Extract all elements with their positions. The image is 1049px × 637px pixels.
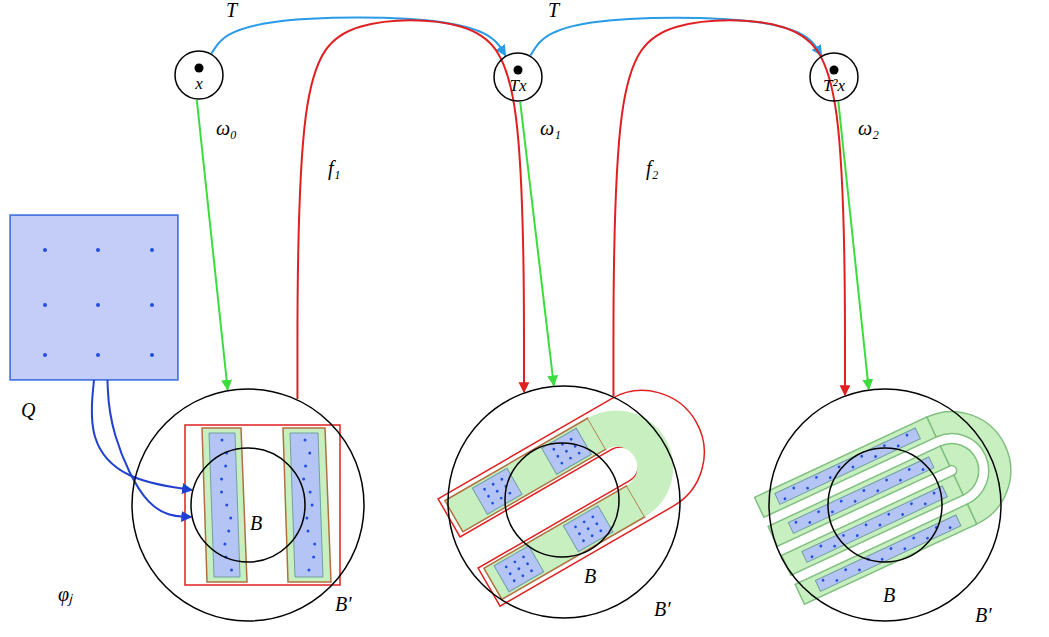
- outer-disk: B′ B: [768, 388, 1002, 622]
- disk1-strips: [185, 425, 340, 585]
- edge-label: T: [226, 0, 237, 20]
- arrow-connector: [197, 100, 228, 390]
- circle-outline: [827, 447, 943, 563]
- edge-label: ω₁: [540, 118, 561, 138]
- node-label: B: [883, 585, 895, 605]
- point-circle: x: [174, 50, 224, 100]
- node-label: B: [584, 566, 596, 586]
- arrow-connector: [297, 20, 524, 399]
- q-square: [10, 215, 178, 380]
- outer-disk: B′ B: [447, 385, 681, 619]
- node-label: Q: [21, 400, 35, 420]
- edge-label: ω₂: [858, 118, 879, 138]
- arrow-connector: [531, 18, 822, 56]
- disk2-bands: [438, 368, 727, 606]
- edge-label: f₁: [328, 158, 341, 178]
- inner-disk: B: [504, 442, 620, 558]
- arrow-connector: [212, 18, 506, 56]
- edge-label: T: [548, 0, 559, 20]
- arrow-connector: [838, 102, 868, 390]
- node-label: B: [250, 513, 262, 533]
- circle-outline: [504, 442, 620, 558]
- edge-label: f₂: [646, 158, 659, 178]
- circle-outline: [190, 447, 306, 563]
- inner-disk: B: [827, 447, 943, 563]
- node-label: B′: [975, 605, 992, 625]
- edge-label: φⱼ: [58, 584, 72, 604]
- circle-outline: [447, 385, 681, 619]
- q-dots: [43, 248, 154, 357]
- point-circle: Tx: [493, 52, 543, 102]
- point-dots: [195, 64, 839, 75]
- node-label: Tx: [510, 76, 527, 96]
- arrow-connector: [520, 102, 554, 386]
- disk3-bands: [755, 392, 1031, 604]
- circle-outline: [131, 388, 365, 622]
- arrow-connector: [107, 380, 191, 517]
- outer-disk: B′ B: [131, 388, 365, 622]
- domain-square: Q: [10, 215, 178, 380]
- inner-disk: B: [190, 447, 306, 563]
- node-label: B′: [654, 599, 671, 619]
- edge-label: ω₀: [216, 118, 237, 138]
- node-label: x: [195, 74, 203, 94]
- point-circle: T²x: [809, 52, 859, 102]
- node-label: T²x: [823, 76, 845, 96]
- node-label: B′: [335, 594, 352, 614]
- arrow-connector: [92, 380, 192, 490]
